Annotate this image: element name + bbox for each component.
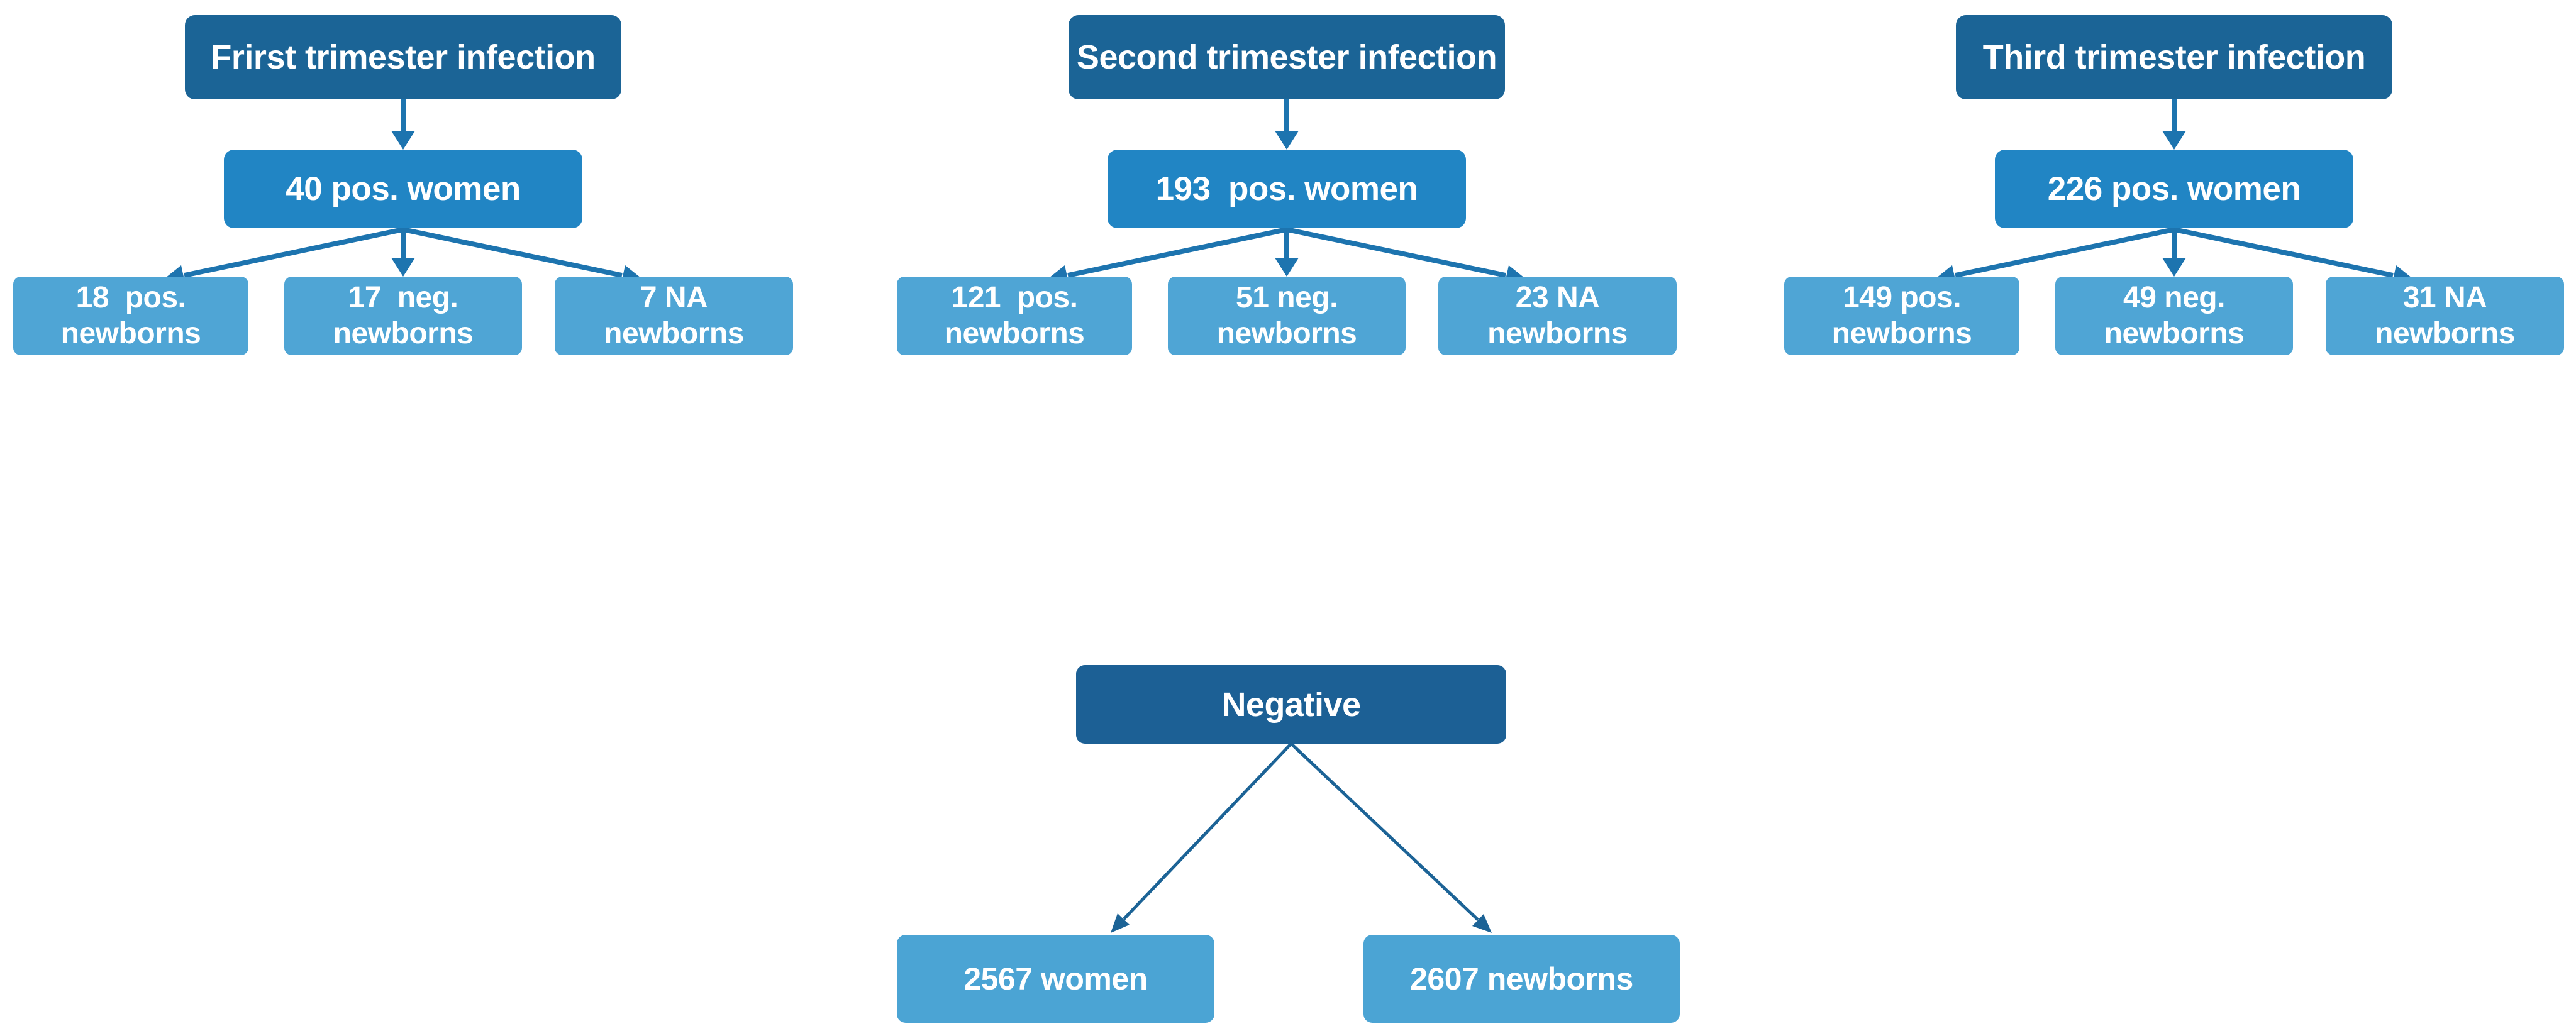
second-trimester-pos-women-box: 193 pos. women	[1108, 150, 1466, 228]
third-trimester-pos-newborns-box: 149 pos. newborns	[1784, 277, 2019, 355]
negative-tree: Negative 2567 women 2607 newborns	[897, 665, 1680, 1027]
second-trimester-tree: Second trimester infection 193 pos. wome…	[897, 15, 1677, 373]
second-trimester-neg-newborns-box: 51 neg. newborns	[1168, 277, 1406, 355]
third-trimester-title-box: Third trimester infection	[1956, 15, 2392, 99]
first-trimester-title-box: Frirst trimester infection	[185, 15, 621, 99]
first-trimester-pos-women-box: 40 pos. women	[224, 150, 582, 228]
first-trimester-na-newborns-box: 7 NA newborns	[555, 277, 793, 355]
third-trimester-tree: Third trimester infection 226 pos. women…	[1784, 15, 2564, 373]
negative-title-box: Negative	[1076, 665, 1506, 744]
first-trimester-neg-newborns-box: 17 neg. newborns	[284, 277, 522, 355]
second-trimester-title-box: Second trimester infection	[1069, 15, 1505, 99]
arrow-mother-to-center-child	[391, 228, 415, 277]
third-trimester-pos-women-box: 226 pos. women	[1995, 150, 2353, 228]
first-trimester-pos-newborns-box: 18 pos. newborns	[13, 277, 248, 355]
third-trimester-neg-newborns-box: 49 neg. newborns	[2055, 277, 2293, 355]
negative-newborns-box: 2607 newborns	[1363, 935, 1680, 1023]
first-trimester-tree: Frirst trimester infection 40 pos. women…	[13, 15, 793, 373]
arrow-negative-to-women	[1111, 742, 1292, 933]
arrow-mother-to-center-child	[1275, 228, 1299, 277]
third-trimester-na-newborns-box: 31 NA newborns	[2326, 277, 2564, 355]
negative-women-box: 2567 women	[897, 935, 1214, 1023]
arrow-title-to-mother	[1275, 99, 1299, 150]
arrow-negative-to-newborns	[1290, 742, 1492, 933]
arrow-title-to-mother	[391, 99, 415, 150]
second-trimester-na-newborns-box: 23 NA newborns	[1438, 277, 1677, 355]
arrow-mother-to-center-child	[2162, 228, 2186, 277]
second-trimester-pos-newborns-box: 121 pos. newborns	[897, 277, 1132, 355]
arrow-title-to-mother	[2162, 99, 2186, 150]
